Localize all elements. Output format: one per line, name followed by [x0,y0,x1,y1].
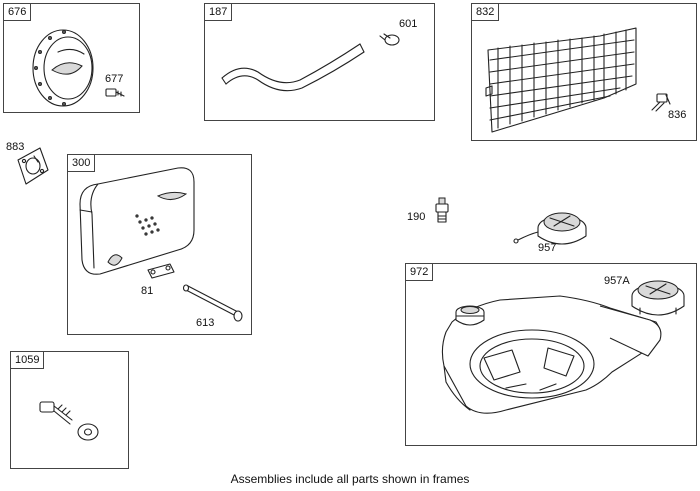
frame-300: 300 [67,154,252,335]
frame-label-972: 972 [405,263,434,281]
label-601: 601 [399,18,418,30]
caption: Assemblies include all parts shown in fr… [230,472,470,486]
part-957A-fuel-cap [631,280,685,316]
muffler-perforations [135,214,160,236]
part-836-screw [651,93,668,112]
frame-label-187: 187 [204,3,233,21]
frame-676: 676 [3,3,140,113]
part-677-screw [105,88,125,97]
frame-label-300: 300 [67,154,96,172]
part-676-muffler-guard [32,29,94,107]
frame-label-1059: 1059 [10,351,45,369]
label-957A: 957A [604,275,630,287]
leader-lines [33,33,671,163]
frame-832: 832 [471,3,697,141]
part-957-fuel-cap [513,212,587,245]
label-81: 81 [141,285,154,297]
label-677: 677 [105,73,124,85]
part-81-plate [147,263,175,279]
frame-label-676: 676 [3,3,32,21]
frame-972: 972 [405,263,697,446]
part-972-fuel-tank [441,295,662,414]
part-601-clamp [379,34,400,46]
frame-label-832: 832 [471,3,500,21]
frame-1059: 1059 [10,351,129,469]
part-883-gasket [17,147,49,185]
label-836: 836 [668,109,687,121]
part-300-muffler [79,167,195,275]
part-832-heat-shield [485,27,637,133]
label-957: 957 [538,242,557,254]
part-187-breather-tube [221,43,365,92]
label-190: 190 [407,211,426,223]
label-883: 883 [6,141,25,153]
part-613-rod [182,284,243,322]
part-1059-bolt-and-washer [39,401,99,441]
part-190-fitting [435,197,449,223]
label-613: 613 [196,317,215,329]
frame-187: 187 [204,3,435,121]
